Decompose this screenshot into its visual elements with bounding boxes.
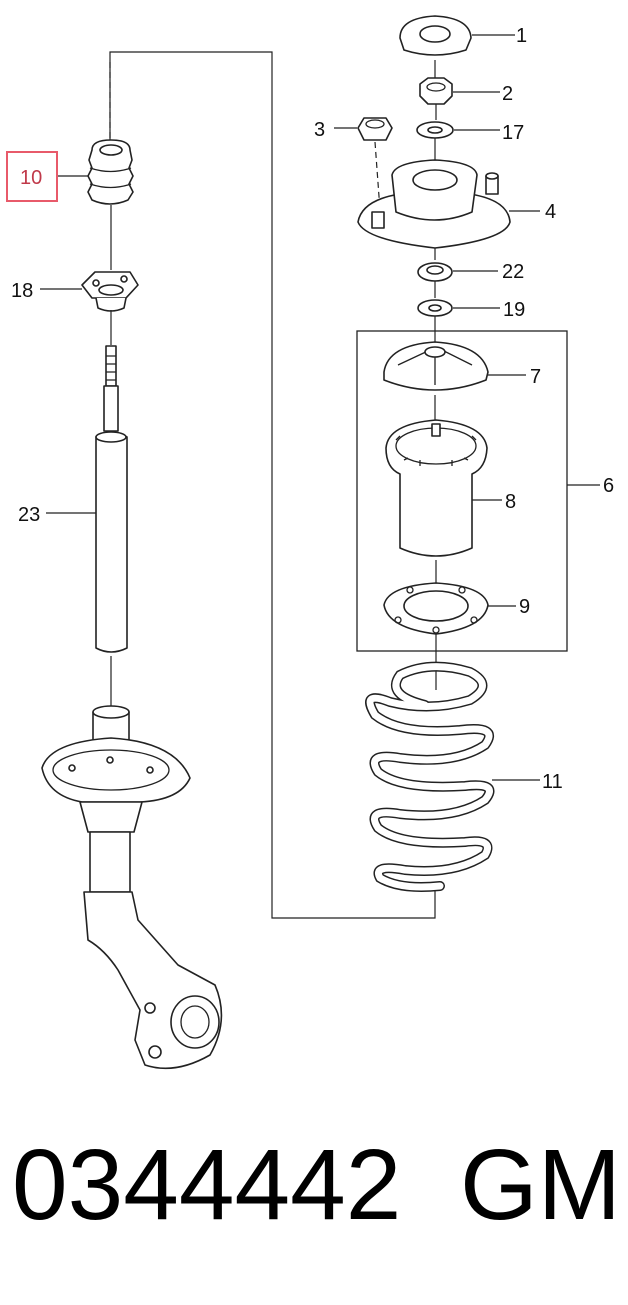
callout-18: 18 xyxy=(11,280,33,302)
callout-leaders xyxy=(40,34,600,781)
brand-label: GM xyxy=(460,1129,622,1241)
flange-nut-part xyxy=(357,117,393,141)
coil-spring-part xyxy=(365,661,495,892)
nut-part xyxy=(419,77,453,105)
callout-22: 22 xyxy=(502,261,524,283)
connector-lines xyxy=(109,51,436,919)
callout-1: 1 xyxy=(516,25,527,47)
shock-absorber-part xyxy=(95,345,128,653)
callout-9: 9 xyxy=(519,596,530,618)
strut-bracket-part xyxy=(81,271,139,312)
callout-11: 11 xyxy=(542,771,563,793)
dust-boot-part xyxy=(385,419,488,557)
callout-7: 7 xyxy=(530,366,541,388)
callout-19: 19 xyxy=(503,299,525,321)
callout-highlight-box xyxy=(6,151,58,202)
kit-frame xyxy=(356,330,568,652)
callout-8: 8 xyxy=(505,491,516,513)
washer-part xyxy=(416,121,454,139)
bump-stop-part xyxy=(87,139,134,205)
callout-4: 4 xyxy=(545,201,556,223)
callout-6: 6 xyxy=(603,475,614,497)
callout-17: 17 xyxy=(502,122,524,144)
part-number: 0344442 xyxy=(12,1129,402,1241)
strut-housing-part xyxy=(41,705,223,1070)
lower-spring-seat-part xyxy=(383,582,489,635)
callout-3: 3 xyxy=(314,119,325,141)
strut-mount-part xyxy=(357,159,511,249)
upper-spring-seat-part xyxy=(383,341,489,391)
bushing-part xyxy=(417,262,453,282)
washer-small-part xyxy=(417,299,453,317)
callout-23: 23 xyxy=(18,504,40,526)
callout-2: 2 xyxy=(502,83,513,105)
callout-10: 10 xyxy=(20,167,42,189)
top-cap-part xyxy=(399,15,472,56)
